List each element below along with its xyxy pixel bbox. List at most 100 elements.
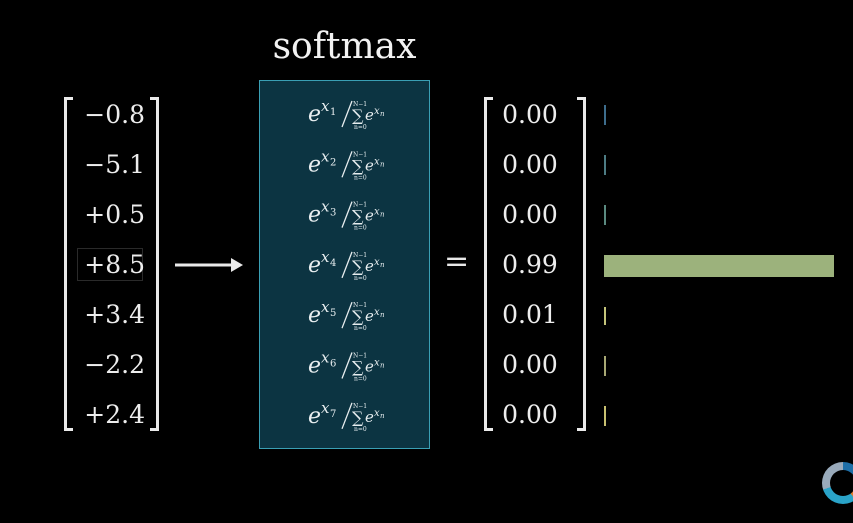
formula-division-slash bbox=[341, 301, 353, 329]
input-value: −5.1 bbox=[84, 150, 145, 179]
formula-sum-base-e: e bbox=[365, 358, 374, 376]
formula-sum-lower: n=0 bbox=[354, 426, 367, 433]
formula-sum-base-e: e bbox=[365, 257, 374, 275]
equals-sign: = bbox=[444, 244, 470, 279]
formula-sum-symbol: ∑ bbox=[352, 307, 364, 326]
input-value: +0.5 bbox=[84, 200, 145, 229]
formula-subscript: 3 bbox=[330, 208, 336, 219]
formula-division-slash bbox=[341, 100, 353, 128]
formula-base-e: e bbox=[308, 152, 321, 177]
formula-sum-symbol: ∑ bbox=[352, 207, 364, 226]
formula-sum-exponent-x: x bbox=[374, 408, 380, 419]
formula-sum-exponent-x: x bbox=[374, 207, 380, 218]
formula-sum-exponent-x: x bbox=[374, 156, 380, 167]
formula-exponent-x: x bbox=[321, 248, 330, 266]
formula-base-e: e bbox=[308, 404, 321, 429]
formula-sum-subscript-n: n bbox=[380, 160, 385, 168]
formula-sum-base-e: e bbox=[365, 207, 374, 225]
formula-base-e: e bbox=[308, 203, 321, 228]
formula-subscript: 5 bbox=[330, 308, 336, 319]
output-right-bracket bbox=[577, 97, 586, 431]
formula-sum-subscript-n: n bbox=[380, 362, 385, 370]
loading-spinner-icon bbox=[822, 462, 853, 504]
softmax-title: softmax bbox=[272, 26, 417, 67]
input-value: −2.2 bbox=[84, 350, 145, 379]
output-value: 0.00 bbox=[502, 350, 558, 379]
input-left-bracket bbox=[64, 97, 73, 431]
formula-sum-symbol: ∑ bbox=[352, 257, 364, 276]
formula-sum-symbol: ∑ bbox=[352, 358, 364, 377]
formula-sum-base-e: e bbox=[365, 307, 374, 325]
formula-subscript: 7 bbox=[330, 409, 336, 420]
formula-sum-symbol: ∑ bbox=[352, 408, 364, 427]
formula-division-slash bbox=[341, 352, 353, 379]
formula-exponent-x: x bbox=[321, 198, 330, 216]
formula-sum-lower: n=0 bbox=[354, 174, 367, 181]
probability-bar bbox=[604, 105, 606, 125]
input-value: −0.8 bbox=[84, 100, 145, 129]
formula-division-slash bbox=[341, 251, 353, 279]
formula-subscript: 2 bbox=[330, 157, 336, 168]
formula-sum-base-e: e bbox=[365, 408, 374, 426]
probability-bar bbox=[604, 254, 834, 277]
input-value: +3.4 bbox=[84, 300, 145, 329]
formula-sum-upper: N−1 bbox=[353, 252, 367, 259]
formula-sum-upper: N−1 bbox=[353, 403, 367, 410]
formula-sum-symbol: ∑ bbox=[352, 156, 364, 175]
formula-sum-exponent-x: x bbox=[374, 307, 380, 318]
formula-base-e: e bbox=[308, 253, 321, 278]
formula-sum-upper: N−1 bbox=[353, 302, 367, 309]
formula-subscript: 1 bbox=[330, 107, 336, 118]
formula-sum-base-e: e bbox=[365, 106, 374, 124]
formula-sum-subscript-n: n bbox=[380, 261, 385, 269]
formula-sum-exponent-x: x bbox=[374, 257, 380, 268]
output-value: 0.99 bbox=[502, 250, 558, 279]
formula-sum-lower: n=0 bbox=[354, 275, 367, 282]
highlighted-input-box bbox=[77, 248, 143, 281]
formula-exponent-x: x bbox=[321, 97, 330, 115]
formula-sum-lower: n=0 bbox=[354, 225, 367, 232]
formula-sum-exponent-x: x bbox=[374, 358, 380, 369]
formula-subscript: 6 bbox=[330, 359, 336, 370]
output-value: 0.00 bbox=[502, 150, 558, 179]
formula-base-e: e bbox=[308, 102, 321, 127]
probability-bar bbox=[604, 205, 606, 226]
formula-division-slash bbox=[341, 402, 353, 430]
formula-sum-subscript-n: n bbox=[380, 311, 385, 319]
formula-sum-upper: N−1 bbox=[353, 151, 367, 158]
formula-exponent-x: x bbox=[321, 147, 330, 165]
formula-division-slash bbox=[341, 151, 353, 178]
probability-bar bbox=[604, 306, 607, 325]
probability-bar bbox=[604, 406, 606, 427]
formula-base-e: e bbox=[308, 354, 321, 379]
output-value: 0.00 bbox=[502, 400, 558, 429]
formula-exponent-x: x bbox=[321, 349, 330, 367]
input-value: +8.5 bbox=[84, 250, 145, 279]
formula-sum-lower: n=0 bbox=[354, 124, 367, 131]
formula-subscript: 4 bbox=[330, 258, 336, 269]
formula-sum-upper: N−1 bbox=[353, 101, 367, 108]
input-vector: −0.8 −5.1 +0.5 +8.5 +3.4 −2.2 +2.4 bbox=[72, 98, 145, 448]
output-value: 0.00 bbox=[502, 100, 558, 129]
formula-sum-upper: N−1 bbox=[353, 202, 367, 209]
formula-sum-subscript-n: n bbox=[380, 412, 385, 420]
formula-sum-lower: n=0 bbox=[354, 325, 367, 332]
formula-sum-symbol: ∑ bbox=[352, 106, 364, 125]
formula-base-e: e bbox=[308, 303, 321, 328]
formula-sum-exponent-x: x bbox=[374, 106, 380, 117]
formula-sum-base-e: e bbox=[365, 156, 374, 174]
formula-exponent-x: x bbox=[321, 298, 330, 316]
formula-exponent-x: x bbox=[321, 399, 330, 417]
formula-sum-lower: n=0 bbox=[354, 376, 367, 383]
output-value: 0.00 bbox=[502, 200, 558, 229]
output-vector: 0.00 0.00 0.00 0.99 0.01 0.00 0.00 bbox=[496, 98, 564, 448]
output-left-bracket bbox=[484, 97, 493, 431]
input-right-bracket bbox=[150, 97, 159, 431]
formula-sum-upper: N−1 bbox=[353, 353, 367, 360]
input-value: +2.4 bbox=[84, 400, 145, 429]
probability-bar bbox=[604, 155, 606, 176]
output-value: 0.01 bbox=[502, 300, 558, 329]
right-arrow-icon bbox=[175, 258, 243, 272]
